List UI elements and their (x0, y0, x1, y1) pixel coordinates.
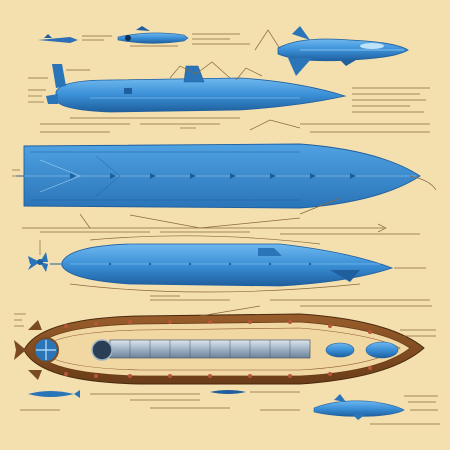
spec-lines-row5 (14, 305, 436, 337)
spec-lines-left-row2 (28, 77, 48, 103)
small-submarine-icon (313, 394, 405, 420)
propeller-icon (28, 240, 48, 272)
spec-lines-row3 (12, 169, 437, 235)
torpedo-small-icon (117, 26, 189, 44)
submarine-underside-view (50, 243, 394, 287)
spec-lines-top (82, 29, 283, 53)
spec-lines-row2 (40, 61, 430, 133)
submarine-top-small-icon (38, 34, 78, 43)
torpedo-bottom-icon (210, 390, 246, 394)
submarine-plan-view (16, 143, 421, 209)
submarine-side-profile (46, 64, 347, 113)
spec-lines-row6 (20, 391, 440, 425)
fish-icon (28, 390, 80, 398)
wooden-cutaway-hull (14, 313, 425, 385)
jet-submarine-icon (277, 26, 409, 76)
spec-lines-row4 (69, 235, 432, 307)
